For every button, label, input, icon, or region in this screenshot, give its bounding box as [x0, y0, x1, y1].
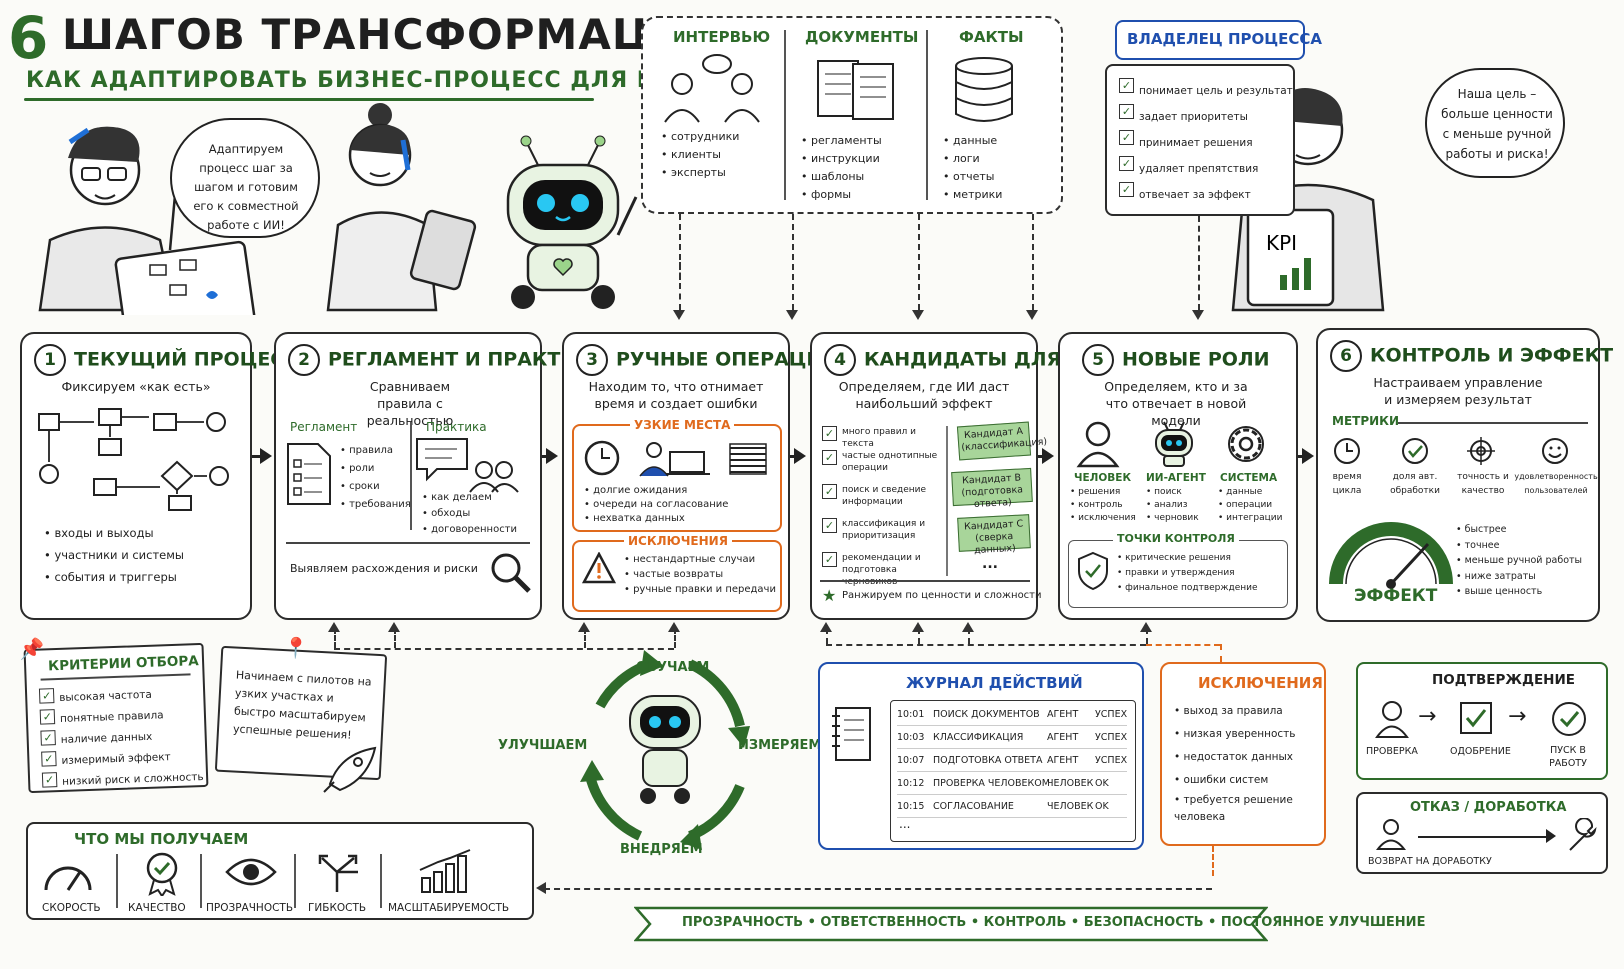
documents-list: регламентыинструкциишаблоныформы	[801, 132, 882, 204]
owner-responsibilities: понимает цель и результатзадает приорите…	[1105, 64, 1295, 216]
benefits-panel: ЧТО МЫ ПОЛУЧАЕМ СКОРОСТЬ КАЧЕСТВО ПРОЗРА…	[26, 822, 534, 920]
clock-icon	[584, 440, 620, 476]
exceptions-panel: ИСКЛЮЧЕНИЯ выход за правиланизкая уверен…	[1160, 662, 1326, 846]
quality-badge-icon	[146, 852, 178, 896]
improvement-cycle	[580, 650, 750, 850]
documents-title: ДОКУМЕНТЫ	[805, 28, 919, 46]
warning-icon	[582, 552, 616, 584]
documents-icon	[817, 60, 894, 120]
notebook-icon	[832, 707, 871, 761]
magnifier-icon	[491, 553, 531, 593]
check-circle-icon	[1402, 438, 1428, 464]
facts-title: ФАКТЫ	[959, 28, 1024, 46]
person-icon	[1076, 421, 1120, 468]
check-circle-icon	[1552, 702, 1586, 736]
robot-top-illustration	[506, 135, 638, 309]
arrow-right-icon: →	[1508, 704, 1527, 729]
speedometer-icon	[44, 866, 92, 891]
exceptions-box: ИСКЛЮЧЕНИЯ нестандартные случаичастые во…	[572, 534, 782, 612]
interview-list: сотрудникиклиентыэксперты	[661, 128, 739, 182]
page-subtitle: КАК АДАПТИРОВАТЬ БИЗНЕС-ПРОЦЕСС ДЛЯ ИИ	[26, 68, 676, 93]
confirmation-panel: ПОДТВЕРЖДЕНИЕ → → ПРОВЕРКА ОДОБРЕНИЕ ПУС…	[1356, 662, 1608, 780]
star-icon: ★	[822, 586, 837, 605]
candidate-c-sticky: Кандидат C (сверка данных)	[957, 514, 1031, 556]
target-icon	[1467, 437, 1495, 465]
checkbox-icon	[1460, 702, 1492, 734]
chat-people-icon	[416, 438, 519, 493]
person-at-laptop-icon	[639, 442, 710, 477]
candidate-b-sticky: Кандидат B (подготовка ответа)	[951, 467, 1033, 510]
eye-icon	[225, 858, 277, 886]
arrow-right-icon: →	[1418, 704, 1437, 729]
owner-title-box: ВЛАДЕЛЕЦ ПРОЦЕССА	[1115, 20, 1322, 60]
step-4-footer: Ранжируем по ценности и сложности	[842, 590, 1042, 601]
gauge-icon	[1329, 522, 1453, 589]
bar-growth-icon	[419, 849, 471, 893]
speech-bubble-left: Адаптируем процесс шаг за шагом и готови…	[170, 118, 320, 238]
pin-icon: 📌	[19, 636, 45, 662]
candidate-a-sticky: Кандидат A (классификация)	[956, 421, 1047, 461]
values-banner: ПРОЗРАЧНОСТЬ • ОТВЕТСТВЕННОСТЬ • КОНТРОЛ…	[682, 915, 1426, 930]
title-number: 6	[8, 4, 49, 72]
kpi-label: KPI	[1266, 231, 1297, 255]
checklist-document-icon	[287, 443, 331, 505]
speech-bubble-right: Наша цель – больше ценности с меньше руч…	[1425, 68, 1565, 178]
people-talking-icon	[664, 54, 760, 123]
paper-stack-icon	[729, 443, 767, 475]
wrench-icon	[1569, 818, 1597, 851]
page-title: ШАГОВ ТРАНСФОРМАЦИИ	[62, 10, 725, 59]
rocket-icon	[323, 746, 377, 793]
bottlenecks-box: УЗКИЕ МЕСТА долгие ожиданияочереди на со…	[572, 418, 782, 532]
clock-icon	[1334, 438, 1360, 464]
branching-arrows-icon	[318, 854, 358, 892]
sources-panel: ИНТЕРВЬЮ сотрудникиклиентыэксперты ДОКУМ…	[641, 16, 1063, 214]
step-2-footer: Выявляем расхождения и риски	[290, 562, 478, 575]
subtitle-underline	[24, 98, 594, 101]
person-icon	[1376, 819, 1406, 850]
person-icon	[1375, 701, 1409, 738]
rejection-panel: ОТКАЗ / ДОРАБОТКА ВОЗВРАТ НА ДОРАБОТКУ	[1356, 792, 1608, 874]
checkpoints-box: ТОЧКИ КОНТРОЛЯ критические решенияправки…	[1068, 532, 1288, 608]
database-icon	[955, 57, 1013, 122]
practice-col-title: Практика	[426, 420, 487, 434]
values-banner-shape	[634, 906, 1268, 942]
flowchart-icon	[38, 408, 229, 511]
gear-icon	[1228, 426, 1264, 462]
person-laptop-illustration	[38, 126, 256, 315]
pin-icon-2: 📍	[282, 635, 309, 661]
shield-icon	[1078, 551, 1108, 591]
selection-criteria-note: 📌 КРИТЕРИИ ОТБОРА высокая частотапонятны…	[19, 636, 209, 794]
ai-agent-icon	[1155, 421, 1193, 467]
smile-icon	[1542, 438, 1568, 464]
rules-col-title: Регламент	[290, 420, 358, 434]
facts-list: данныелогиотчетыметрики	[943, 132, 1002, 204]
woman-tablet-illustration	[326, 103, 477, 312]
interview-title: ИНТЕРВЬЮ	[673, 28, 771, 46]
